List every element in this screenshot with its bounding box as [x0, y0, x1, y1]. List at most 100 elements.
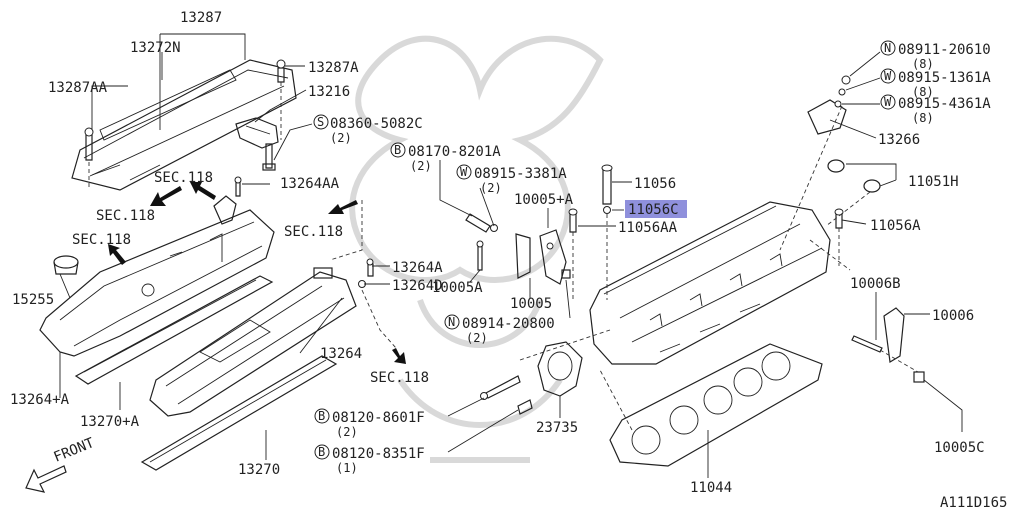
n-letter-08911: N: [884, 41, 891, 55]
bolt-13264aa: [234, 176, 242, 197]
gasket-13270: [140, 355, 338, 471]
bracket-13216: [235, 117, 279, 149]
head-cover-13264a: [39, 209, 275, 357]
label-13264a[interactable]: 13264A: [392, 260, 443, 276]
w-letter-4361a: W: [884, 95, 892, 109]
label-13287aa[interactable]: 13287AA: [48, 80, 108, 96]
label-10006[interactable]: 10006: [932, 308, 974, 324]
oil-cap-15255: [53, 255, 79, 275]
label-08915-3381a[interactable]: 08915-3381A: [474, 166, 567, 182]
cylinder-head-11040: [589, 201, 831, 365]
s-symbol-letter: S: [317, 115, 324, 129]
label-13272n[interactable]: 13272N: [130, 40, 181, 56]
label-sec118-a[interactable]: SEC.118: [154, 170, 213, 186]
qty-08120-8601f: (2): [336, 425, 358, 439]
cover-bolt-13287a: [276, 59, 286, 83]
b-letter-8351f: B: [318, 445, 325, 459]
front-arrow: [25, 465, 67, 493]
qty-08914: (2): [466, 331, 488, 345]
part-labels: 13287 13272N 13287AA 13287A 13216 S 0836…: [10, 10, 1007, 511]
washer-11056c: [603, 206, 611, 214]
label-11056a[interactable]: 11056A: [870, 218, 921, 234]
bolt-08170: [465, 213, 498, 233]
label-08915-4361a[interactable]: 08915-4361A: [898, 96, 991, 112]
head-bolt-11056: [601, 164, 613, 205]
water-outlet-23735: [537, 341, 583, 397]
label-10005c[interactable]: 10005C: [934, 440, 985, 456]
label-sec118-d[interactable]: SEC.118: [284, 224, 343, 240]
label-front: FRONT: [52, 435, 98, 466]
qty-08915-1361a: (8): [912, 85, 934, 99]
label-13216[interactable]: 13216: [308, 84, 350, 100]
label-10005[interactable]: 10005: [510, 296, 552, 312]
label-08911[interactable]: 08911-20610: [898, 42, 991, 58]
label-13264[interactable]: 13264: [320, 346, 362, 362]
n-symbol-08911: [880, 40, 896, 56]
label-10006b[interactable]: 10006B: [850, 276, 901, 292]
b-letter-08170: B: [394, 143, 401, 157]
bolt-13264a: [366, 258, 374, 277]
label-13264d[interactable]: 13264D: [392, 278, 443, 294]
qty-08911: (8): [912, 57, 934, 71]
rocker-cover-13287: [71, 59, 297, 191]
bolt-11056a: [834, 208, 844, 229]
label-08170[interactable]: 08170-8201A: [408, 144, 501, 160]
watermark-emblem: [349, 35, 604, 463]
w-letter-08915-3381a: W: [460, 165, 468, 179]
label-13270-plus-a[interactable]: 13270+A: [80, 414, 140, 430]
qty-08360: (2): [330, 131, 352, 145]
w-symbol-08915-3381a: [456, 164, 472, 180]
n-letter-08914: N: [448, 315, 455, 329]
label-08120-8601f[interactable]: 08120-8601F: [332, 410, 425, 426]
sec118-arrows: [108, 182, 406, 364]
label-13264-plus-a[interactable]: 13264+A: [10, 392, 70, 408]
qty-08915-4361a: (8): [912, 111, 934, 125]
b-symbol-8601f: [314, 408, 330, 424]
label-10005a[interactable]: 10005A: [432, 280, 483, 296]
label-11044[interactable]: 11044: [690, 480, 732, 496]
label-11056aa[interactable]: 11056AA: [618, 220, 678, 236]
head-gasket-11044: [609, 343, 823, 467]
label-08120-8351f[interactable]: 08120-8351F: [332, 446, 425, 462]
label-08360[interactable]: 08360-5082C: [330, 116, 423, 132]
w-letter-1361a: W: [884, 69, 892, 83]
n-symbol-08914: [444, 314, 460, 330]
label-11056c[interactable]: 11056C: [628, 202, 679, 218]
label-sec118-e[interactable]: SEC.118: [370, 370, 429, 386]
w-symbol-1361a: [880, 68, 896, 84]
bracket-10005: [515, 229, 567, 285]
s-symbol: [313, 114, 329, 130]
label-sec118-c[interactable]: SEC.118: [72, 232, 131, 248]
label-11056[interactable]: 11056: [634, 176, 676, 192]
w-symbol-4361a: [880, 94, 896, 110]
bolt-08360: [262, 143, 276, 171]
label-13270[interactable]: 13270: [238, 462, 280, 478]
label-08914[interactable]: 08914-20800: [462, 316, 555, 332]
b-symbol-8351f: [314, 444, 330, 460]
plugs-11051h: [827, 159, 881, 193]
bolt-08120-8601f: [480, 375, 521, 400]
label-15255[interactable]: 15255: [12, 292, 54, 308]
label-sec118-b[interactable]: SEC.118: [96, 208, 155, 224]
label-11051h[interactable]: 11051H: [908, 174, 959, 190]
label-13287[interactable]: 13287: [180, 10, 222, 26]
b-letter-8601f: B: [318, 409, 325, 423]
bracket-13266: [807, 75, 851, 135]
bracket-10006: [883, 307, 905, 363]
label-08915-1361a[interactable]: 08915-1361A: [898, 70, 991, 86]
leader-lines: [59, 33, 963, 478]
b-symbol-08170: [390, 142, 406, 158]
nut-08914: [561, 269, 571, 279]
stud-10006b: [851, 335, 883, 353]
label-10005-plus-a[interactable]: 10005+A: [514, 192, 574, 208]
bolt-08120-8351f: [517, 399, 533, 415]
label-23735[interactable]: 23735: [536, 420, 578, 436]
label-13287a[interactable]: 13287A: [308, 60, 359, 76]
label-13264aa[interactable]: 13264AA: [280, 176, 340, 192]
assembly-lines: [88, 82, 919, 431]
stud-10005a: [476, 240, 484, 271]
head-cover-13264: [149, 267, 357, 417]
label-13266[interactable]: 13266: [878, 132, 920, 148]
